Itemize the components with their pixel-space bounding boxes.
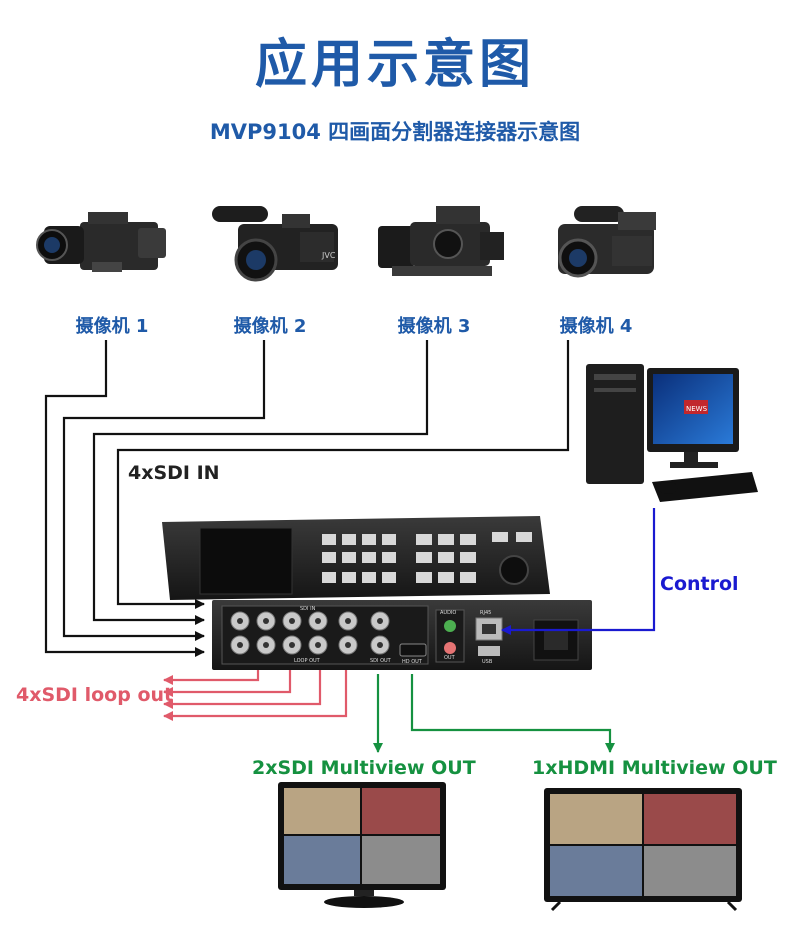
input-line-1 [44,340,205,657]
sdi-in-label: 4xSDI IN [128,462,220,484]
monitor-news-text: NEWS [686,405,708,413]
page-subtitle: MVP9104 四画面分割器连接器示意图 [209,120,581,144]
control-line [501,508,656,635]
loop-out-lines [163,670,348,721]
camera-4-icon [558,206,656,278]
camera-1-label: 摄像机 1 [75,316,149,337]
camera-3-icon [378,206,504,276]
panel-sdi-out-label: SDI OUT [370,658,392,664]
mvp9104-rear-panel: SDI IN LOOP OUT SDI OUT HD OUT AUDIO OUT… [212,600,592,670]
sdi-multiview-out-label: 2xSDI Multiview OUT [252,757,476,779]
mvp9104-front-panel [162,516,550,600]
svg-text:JVC: JVC [321,251,336,260]
input-line-2 [62,340,266,641]
sdi-multiview-monitor-icon [278,782,446,908]
page-title: 应用示意图 [254,35,535,95]
panel-loop-out-label: LOOP OUT [294,658,321,664]
camera-1-icon [36,212,166,272]
hdmi-output-line [410,674,615,753]
sdi-input-lines [44,340,570,657]
camera-2-label: 摄像机 2 [233,316,307,337]
panel-audio-label: AUDIO [440,610,456,616]
panel-sdi-in-label: SDI IN [300,606,316,612]
control-label: Control [660,573,739,595]
hdmi-multiview-tv-icon [544,788,742,912]
camera-2-icon: JVC [212,206,338,282]
loop-out-label: 4xSDI loop out [16,684,174,706]
hdmi-multiview-out-label: 1xHDMI Multiview OUT [532,757,777,779]
panel-rj45-label: RJ45 [480,610,491,616]
camera-4-label: 摄像机 4 [559,316,633,337]
input-line-4 [116,340,570,609]
panel-audio-out-label: OUT [444,655,456,661]
input-line-3 [92,340,429,625]
camera-3-label: 摄像机 3 [397,316,471,337]
computer-icon: NEWS [586,364,758,502]
panel-hd-out-label: HD OUT [402,659,423,665]
panel-usb-label: USB [482,659,493,665]
